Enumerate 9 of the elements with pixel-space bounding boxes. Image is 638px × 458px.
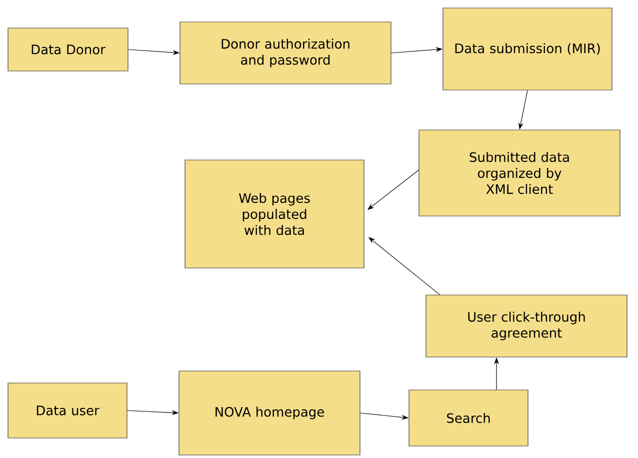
process-box: Search xyxy=(408,390,528,446)
process-box: NOVA homepage xyxy=(178,370,360,456)
process-box: User click-through agreement xyxy=(426,294,628,358)
process-box: Data submission (MIR) xyxy=(442,8,612,90)
process-box: Donor authorization and password xyxy=(180,22,392,84)
process-box: Submitted data organized by XML client xyxy=(418,130,620,216)
process-box: Data Donor xyxy=(8,28,128,72)
process-box: Web pages populated with data xyxy=(184,160,364,268)
process-box: Data user xyxy=(8,382,128,438)
